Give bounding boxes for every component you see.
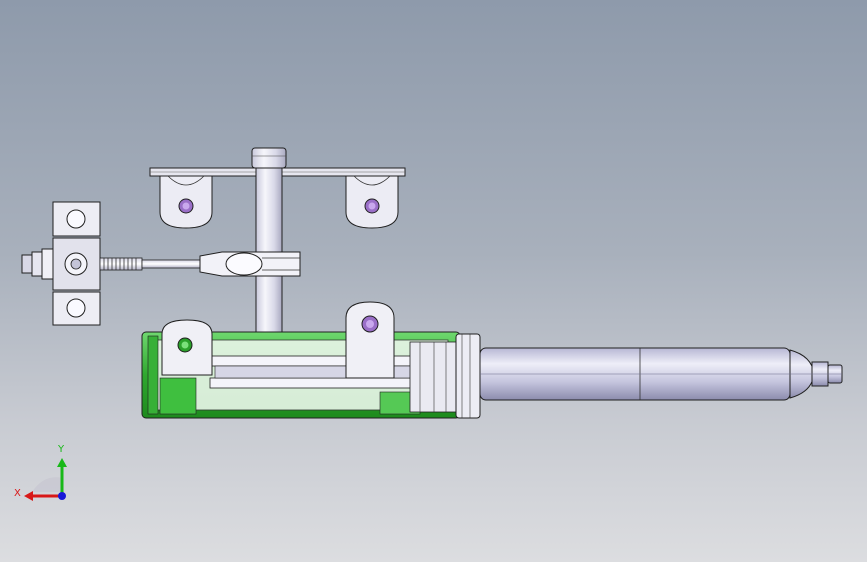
threaded-adjusting-rod [99,251,301,277]
axis-triad-graphic: Y X [14,444,67,501]
y-axis-label: Y [57,444,65,455]
adjusting-block [21,201,101,326]
x-axis-label: X [14,488,21,499]
coordinate-triad: Y X [10,440,80,510]
z-axis-dot [58,492,66,500]
clamp-housing [141,301,481,419]
pneumatic-cylinder [479,347,843,401]
